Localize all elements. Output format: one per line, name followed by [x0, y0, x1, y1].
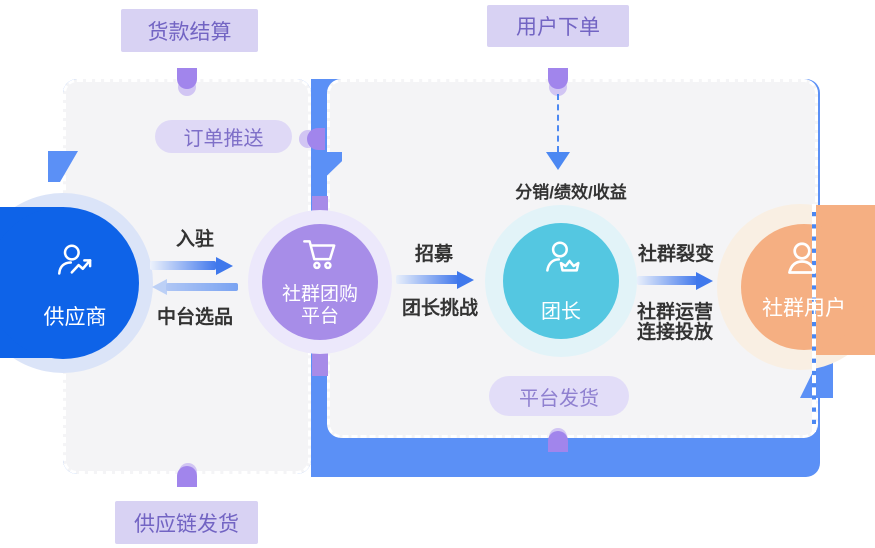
band-purple-segment-bottom [312, 350, 328, 376]
selection-flow-text: 中台选品 [156, 307, 233, 328]
platform-label: 社群团购 平台 [281, 284, 358, 327]
supply-chain-pin-tab [177, 466, 197, 487]
left-arrow [166, 283, 238, 291]
platform-delivery-label: 平台发货 [489, 376, 629, 416]
right-arrow [396, 275, 458, 284]
order-push-pin-tab [307, 128, 325, 150]
settlement-pin-tab [177, 68, 197, 89]
person-crown-icon [539, 238, 585, 284]
users-label: 社群用户 [762, 297, 846, 320]
left-arrowhead-icon [152, 279, 167, 295]
entry-flow-text: 入驻 [175, 229, 214, 250]
operation-flow-text-line2: 连接投放 [637, 322, 714, 343]
user-order-label: 用户下单 [487, 5, 629, 47]
supply-chain-delivery-label: 供应链发货 [115, 501, 258, 544]
supplier-label: 供应商 [43, 306, 107, 329]
shopping-cart-icon [296, 233, 342, 279]
right-arrow [637, 276, 697, 285]
right-arrowhead-icon [216, 257, 233, 275]
right-arrowhead-icon [696, 272, 713, 290]
fission-flow-text: 社群裂变 [637, 244, 714, 265]
right-arrowhead-icon [457, 271, 474, 289]
settlement-label: 货款结算 [121, 9, 258, 52]
order-push-label: 订单推送 [155, 120, 292, 153]
platform-node [262, 224, 378, 340]
recruit-flow-text: 招募 [414, 244, 453, 265]
operation-flow-text: 社群运营 [637, 302, 714, 323]
challenge-flow-text: 团长挑战 [401, 298, 478, 319]
person-trend-icon [53, 240, 99, 286]
person-icon [779, 238, 825, 284]
distribution-text: 分销/绩效/收益 [515, 183, 627, 202]
user-order-dashed-connector [557, 94, 559, 152]
leader-label: 团长 [541, 301, 581, 323]
down-arrowhead-icon [546, 152, 570, 170]
right-arrow [150, 261, 216, 270]
user-order-pin-tab [548, 68, 568, 89]
platform-delivery-pin-tab [548, 431, 568, 452]
